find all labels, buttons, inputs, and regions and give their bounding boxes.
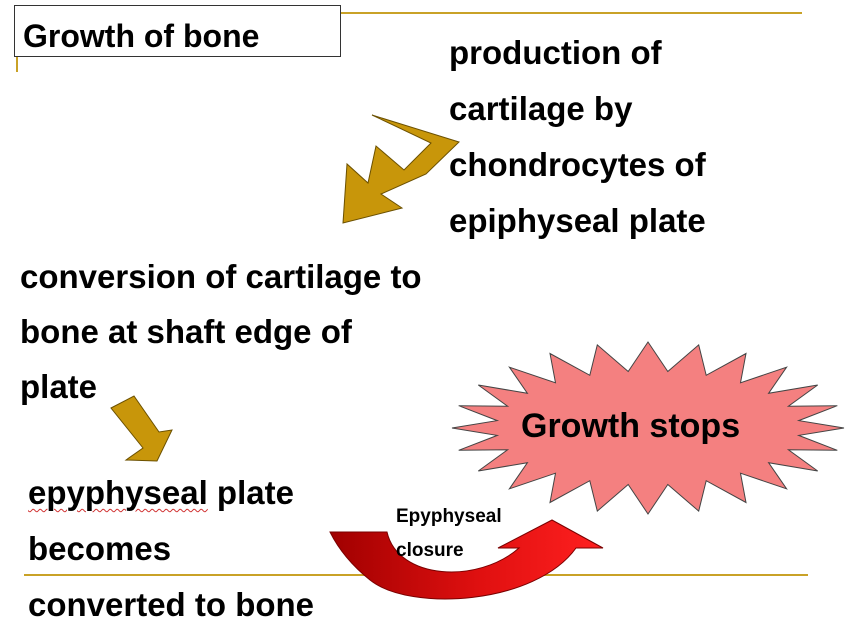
growth-stops-label: Growth stops: [521, 407, 741, 445]
plate-line-1-rest: plate: [207, 474, 294, 511]
slide-title: Growth of bone: [23, 18, 260, 54]
closure-label: Epyphyseal closure: [396, 500, 502, 568]
plate-line-1: epyphyseal plate: [28, 465, 314, 521]
plate-line-2: becomes: [28, 530, 172, 567]
title-box: Growth of bone: [14, 5, 341, 57]
closure-line-2: closure: [396, 540, 464, 561]
plate-text: epyphyseal plate becomes converted to bo…: [28, 465, 314, 633]
conversion-line-2: bone at shaft edge of: [20, 313, 352, 350]
conversion-text: conversion of cartilage to bone at shaft…: [20, 249, 422, 414]
misspelled-word: epyphyseal: [28, 474, 208, 511]
production-line-2: cartilage by: [449, 90, 633, 127]
top-rule: [16, 12, 802, 14]
production-line-1: production of: [449, 34, 662, 71]
production-line-4: epiphyseal plate: [449, 202, 706, 239]
bent-arrow-down-left-icon: [342, 114, 460, 224]
conversion-line-3: plate: [20, 368, 98, 405]
production-text: production of cartilage by chondrocytes …: [449, 25, 706, 249]
conversion-line-1: conversion of cartilage to: [20, 258, 422, 295]
curved-red-arrow-icon: [329, 519, 604, 600]
production-line-3: chondrocytes of: [449, 146, 706, 183]
arrow-down-right-icon: [110, 395, 173, 462]
closure-line-1: Epyphyseal: [396, 506, 502, 527]
plate-line-3: converted to bone: [28, 586, 315, 623]
growth-stops-burst: [451, 341, 845, 515]
